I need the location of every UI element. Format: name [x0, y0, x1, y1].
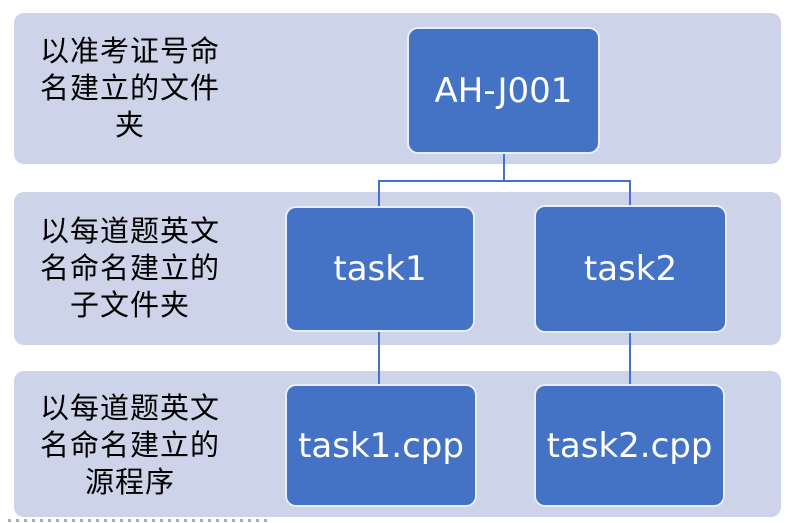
row-label-line: 名建立的文件 [39, 71, 220, 105]
node-label: task2 [583, 249, 678, 289]
node-ah-j001: AH-J001 [407, 27, 600, 154]
row-label-line: 以每道题英文 [39, 214, 220, 248]
row-label-line: 源程序 [84, 465, 175, 499]
node-label: AH-J001 [434, 70, 573, 111]
node-task2-cpp: task2.cpp [534, 384, 725, 507]
row-label-source-files: 以每道题英文 名命名建立的 源程序 [26, 390, 234, 501]
row-label-line: 夹 [114, 108, 145, 142]
node-label: task1 [333, 249, 427, 289]
truncated-caption-fragment [8, 519, 270, 522]
connector-root-stem [503, 152, 505, 181]
node-task1-cpp: task1.cpp [285, 384, 477, 507]
row-band-exam-folder [14, 13, 781, 164]
row-label-line: 名命名建立的 [39, 251, 220, 285]
node-label: task1.cpp [298, 425, 464, 466]
connector-task1-to-cpp [378, 331, 380, 385]
connector-task2-to-cpp [629, 332, 631, 385]
connector-drop-to-task2 [629, 180, 631, 207]
row-label-line: 子文件夹 [69, 288, 190, 322]
row-label-exam-folder: 以准考证号命 名建立的文件 夹 [26, 33, 234, 144]
node-task2: task2 [534, 205, 727, 333]
row-label-line: 以准考证号命 [39, 34, 220, 68]
node-label: task2.cpp [546, 425, 713, 466]
node-task1: task1 [285, 206, 475, 332]
connector-drop-to-task1 [378, 180, 380, 208]
row-label-line: 名命名建立的 [39, 428, 220, 462]
connector-horizontal-bar [378, 180, 631, 182]
row-label-subfolders: 以每道题英文 名命名建立的 子文件夹 [26, 213, 234, 324]
row-label-line: 以每道题英文 [39, 391, 220, 425]
